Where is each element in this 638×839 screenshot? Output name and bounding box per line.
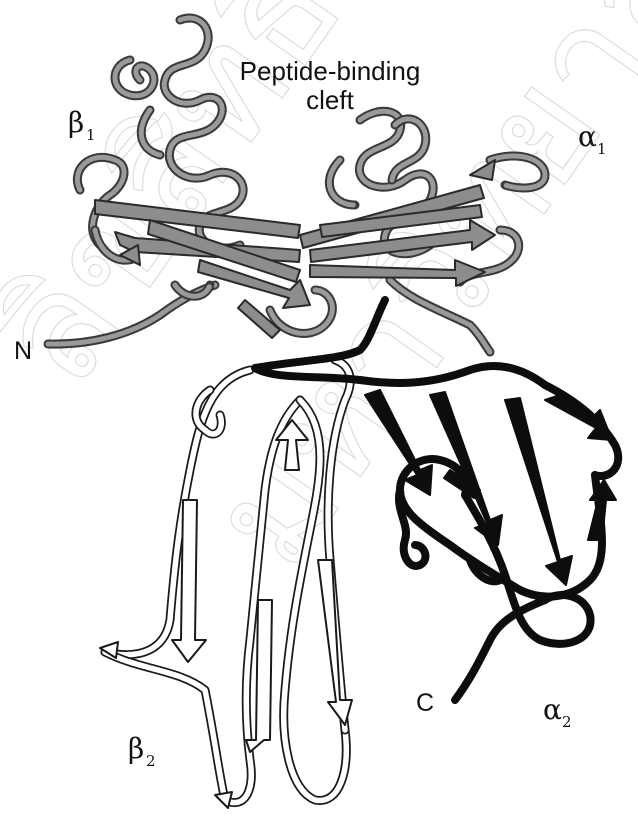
- alpha1-subscript: 1: [597, 140, 607, 158]
- beta1-label: β 1: [68, 106, 96, 144]
- n-terminus-label: N: [14, 337, 32, 365]
- cleft-label-line1: Peptide-binding: [240, 56, 421, 86]
- beta2-symbol: β: [128, 732, 144, 765]
- beta1-subscript: 1: [86, 126, 96, 144]
- alpha2-symbol: α: [543, 693, 562, 726]
- beta2-subscript: 2: [146, 752, 156, 770]
- alpha2-label: α 2: [543, 693, 572, 731]
- cleft-label-line2: cleft: [306, 85, 354, 115]
- c-terminus-label: C: [416, 689, 434, 717]
- beta2-label: β 2: [128, 732, 156, 770]
- alpha1-symbol: α: [578, 120, 597, 153]
- alpha2-subscript: 2: [562, 713, 572, 731]
- beta1-symbol: β: [68, 106, 84, 139]
